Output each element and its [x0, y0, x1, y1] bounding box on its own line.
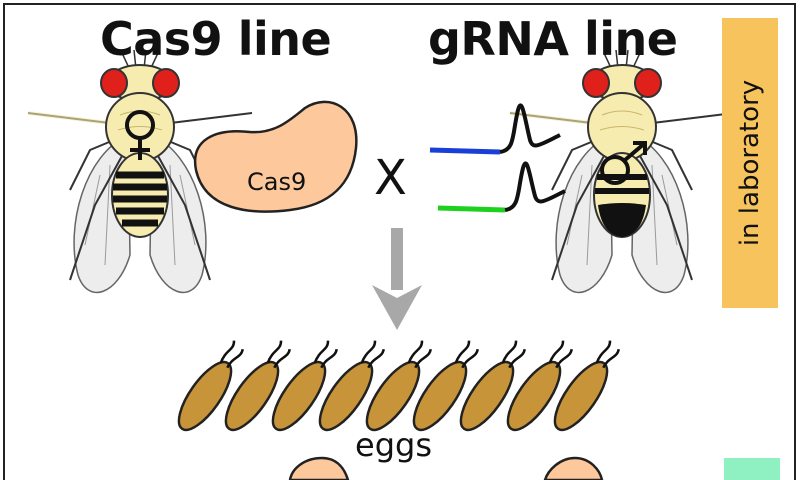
egg-5 — [365, 340, 432, 432]
cas9-protein-label: Cas9 — [247, 168, 307, 196]
down-arrow-icon — [372, 228, 422, 330]
second-environment-box — [724, 458, 780, 480]
egg-2 — [224, 340, 291, 432]
eggs-row — [177, 340, 620, 432]
cross-symbol: X — [374, 150, 407, 206]
figure-frame — [3, 3, 796, 480]
egg-8 — [506, 340, 573, 432]
egg-4 — [318, 340, 385, 432]
egg-1 — [177, 340, 244, 432]
egg-7 — [459, 340, 526, 432]
lab-environment-label: in laboratory — [735, 79, 765, 247]
grna-strands — [429, 103, 566, 213]
male-fly-illustration — [508, 48, 736, 295]
female-symbol-icon — [125, 110, 155, 160]
eggs-label: eggs — [355, 426, 432, 464]
cas9-protein-shape-lower-right — [543, 456, 604, 480]
grna-line-title: gRNA line — [428, 12, 678, 66]
lab-environment-box — [722, 18, 778, 308]
cas9-line-title: Cas9 line — [100, 12, 332, 66]
egg-6 — [412, 340, 479, 432]
cas9-protein-shape-lower-left — [288, 456, 350, 480]
egg-9 — [553, 340, 620, 432]
egg-3 — [271, 340, 338, 432]
male-symbol-icon — [600, 141, 647, 185]
cas9-protein-shape — [193, 100, 358, 213]
female-fly-illustration — [26, 48, 254, 295]
